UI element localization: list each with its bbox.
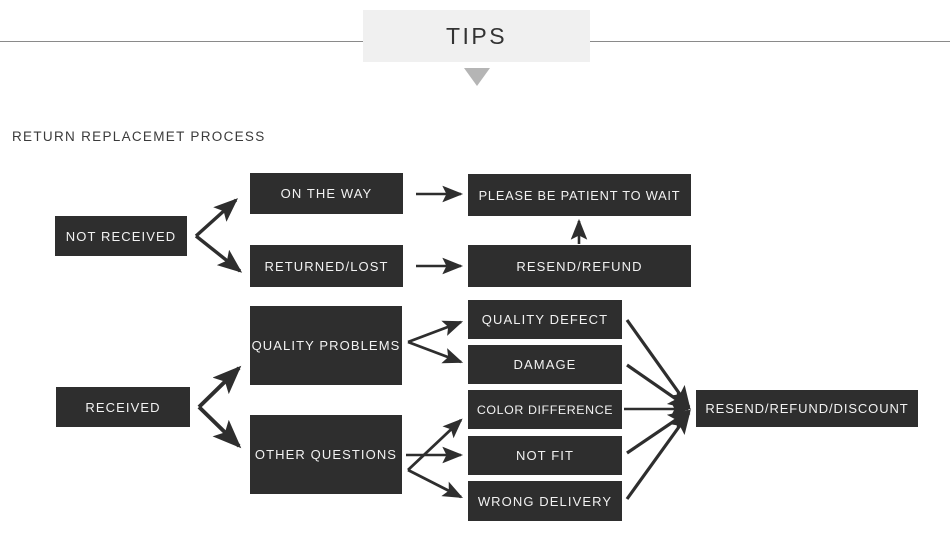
arrow-quality-defect-to-final xyxy=(625,319,691,410)
section-title: RETURN REPLACEMET PROCESS xyxy=(12,129,266,144)
arrow-quality-problems-to-damage xyxy=(407,340,464,364)
node-label: OTHER QUESTIONS xyxy=(254,447,398,462)
node-resend-refund-discount[interactable]: RESEND/REFUND/DISCOUNT xyxy=(696,390,918,427)
node-damage[interactable]: DAMAGE xyxy=(468,345,622,384)
node-other-questions[interactable]: OTHER QUESTIONS xyxy=(250,415,402,494)
node-quality-defect[interactable]: QUALITY DEFECT xyxy=(468,300,622,339)
arrow-wrong-delivery-to-final xyxy=(625,410,691,500)
node-label: QUALITY PROBLEMS xyxy=(251,338,401,353)
node-label: COLOR DIFFERENCE xyxy=(476,402,614,417)
node-not-fit[interactable]: NOT FIT xyxy=(468,436,622,475)
arrow-quality-problems-to-quality-defect xyxy=(407,320,464,344)
node-please-be-patient-to-wait[interactable]: PLEASE BE PATIENT TO WAIT xyxy=(468,174,691,216)
node-label: RESEND/REFUND xyxy=(516,258,643,274)
tips-label: TIPS xyxy=(445,22,508,49)
arrow-damage-to-final xyxy=(626,363,692,410)
tips-banner: TIPS xyxy=(363,10,590,62)
node-label: QUALITY DEFECT xyxy=(481,312,609,327)
node-label: RETURNED/LOST xyxy=(264,258,389,274)
arrow-not-fit-to-final xyxy=(626,409,692,455)
arrow-other-questions-to-wrong-delivery xyxy=(407,468,463,499)
arrow-received-to-other-questions xyxy=(197,405,242,449)
node-label: DAMAGE xyxy=(513,357,577,372)
node-wrong-delivery[interactable]: WRONG DELIVERY xyxy=(468,481,622,521)
node-on-the-way[interactable]: ON THE WAY xyxy=(250,173,403,214)
node-resend-refund[interactable]: RESEND/REFUND xyxy=(468,245,691,287)
node-label: RESEND/REFUND/DISCOUNT xyxy=(705,401,909,416)
arrow-not-received-to-returned-lost xyxy=(194,234,243,273)
node-label: WRONG DELIVERY xyxy=(477,493,613,509)
triangle-down-icon xyxy=(464,68,490,86)
node-received[interactable]: RECEIVED xyxy=(56,387,190,427)
node-label: NOT FIT xyxy=(515,448,574,463)
node-color-difference[interactable]: COLOR DIFFERENCE xyxy=(468,390,622,429)
node-returned-lost[interactable]: RETURNED/LOST xyxy=(250,245,403,287)
node-label: PLEASE BE PATIENT TO WAIT xyxy=(478,187,681,203)
node-label: RECEIVED xyxy=(85,399,161,415)
node-label: NOT RECEIVED xyxy=(65,228,177,244)
arrow-other-questions-to-color-difference xyxy=(407,418,463,472)
node-label: ON THE WAY xyxy=(280,186,373,201)
node-quality-problems[interactable]: QUALITY PROBLEMS xyxy=(250,306,402,385)
arrow-received-to-quality-problems xyxy=(197,365,242,409)
node-not-received[interactable]: NOT RECEIVED xyxy=(55,216,187,256)
arrow-not-received-to-on-the-way xyxy=(194,198,239,238)
